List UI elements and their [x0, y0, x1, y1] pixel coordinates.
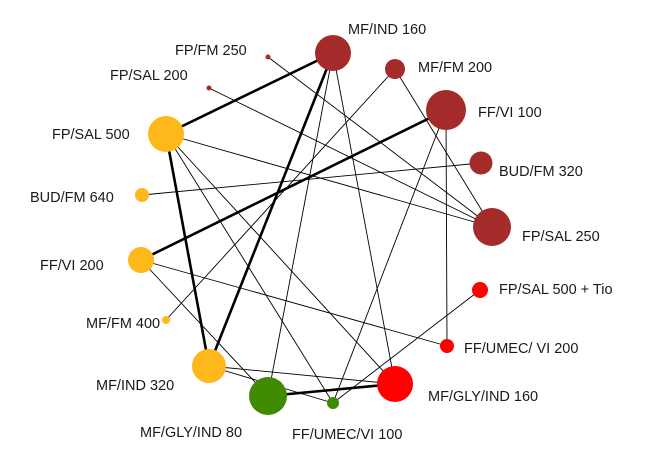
node-label-ff_umec_vi_200: FF/UMEC/ VI 200	[464, 341, 578, 357]
node-label-ff_vi_200: FF/VI 200	[40, 258, 104, 274]
node-fp_sal_500	[148, 116, 184, 152]
edge-ff_vi_200-ff_vi_100	[139, 108, 448, 262]
node-fp_sal_500_tio	[472, 282, 488, 298]
edge-fp_sal_500-mf_ind_320	[164, 132, 211, 368]
node-ff_umec_vi_200	[440, 339, 454, 353]
node-label-mf_gly_ind_80: MF/GLY/IND 80	[140, 425, 242, 441]
node-fp_sal_250	[473, 208, 511, 246]
node-label-mf_fm_400: MF/FM 400	[86, 316, 160, 332]
node-fp_sal_200	[206, 85, 212, 91]
node-mf_gly_ind_80	[249, 377, 287, 415]
edge-ff_vi_100-ff_umec_vi_200	[445, 109, 448, 347]
node-bud_fm_640	[135, 188, 149, 202]
node-mf_ind_320	[192, 349, 226, 383]
edge-mf_fm_400-mf_fm_200	[165, 68, 396, 321]
node-layer	[128, 35, 511, 415]
edge-mf_ind_160-mf_ind_320	[207, 51, 335, 368]
edge-mf_ind_160-mf_gly_ind_160	[332, 52, 396, 385]
node-label-fp_sal_500_tio: FP/SAL 500 + Tio	[499, 282, 613, 298]
edge-fp_sal_500-fp_sal_250	[165, 133, 493, 228]
edge-fp_fm_250-fp_sal_250	[267, 56, 493, 228]
edge-fp_sal_500_tio-ff_umec_vi_100	[332, 289, 481, 404]
node-label-fp_fm_250: FP/FM 250	[175, 43, 247, 59]
node-label-mf_fm_200: MF/FM 200	[418, 60, 492, 76]
node-mf_fm_400	[162, 316, 170, 324]
node-label-bud_fm_320: BUD/FM 320	[499, 164, 583, 180]
edge-ff_vi_100-ff_umec_vi_100	[332, 109, 447, 404]
node-mf_fm_200	[385, 59, 405, 79]
node-mf_gly_ind_160	[377, 366, 413, 402]
edge-mf_ind_160-mf_gly_ind_80	[267, 52, 334, 397]
node-label-fp_sal_500: FP/SAL 500	[52, 127, 130, 143]
edge-ff_vi_200-mf_gly_ind_80	[140, 259, 269, 397]
node-label-mf_gly_ind_160: MF/GLY/IND 160	[428, 389, 538, 405]
edge-ff_vi_200-ff_umec_vi_200	[140, 259, 448, 347]
node-label-bud_fm_640: BUD/FM 640	[30, 190, 114, 206]
edge-bud_fm_640-bud_fm_320	[141, 162, 482, 196]
edge-mf_ind_320-mf_gly_ind_160	[208, 365, 396, 385]
edge-mf_gly_ind_80-mf_gly_ind_160	[266, 382, 397, 398]
edge-mf_fm_200-fp_sal_250	[394, 68, 493, 228]
edge-fp_sal_500-mf_ind_160	[164, 51, 335, 136]
node-label-mf_ind_160: MF/IND 160	[348, 22, 426, 38]
node-label-ff_umec_vi_100: FF/UMEC/VI 100	[292, 427, 402, 443]
node-mf_ind_160	[315, 35, 351, 71]
node-fp_fm_250	[265, 54, 271, 60]
edge-fp_sal_500-ff_umec_vi_100	[165, 133, 334, 404]
node-label-fp_sal_250: FP/SAL 250	[522, 229, 600, 245]
node-ff_vi_200	[128, 247, 154, 273]
node-ff_umec_vi_100	[327, 397, 339, 409]
node-ff_vi_100	[426, 90, 466, 130]
node-label-ff_vi_100: FF/VI 100	[478, 105, 542, 121]
edge-fp_sal_200-fp_sal_250	[208, 87, 493, 228]
edge-fp_sal_500-mf_gly_ind_160	[165, 133, 396, 385]
node-bud_fm_320	[469, 151, 493, 175]
node-label-fp_sal_200: FP/SAL 200	[110, 68, 188, 84]
node-label-mf_ind_320: MF/IND 320	[96, 378, 174, 394]
edge-layer	[139, 51, 493, 404]
